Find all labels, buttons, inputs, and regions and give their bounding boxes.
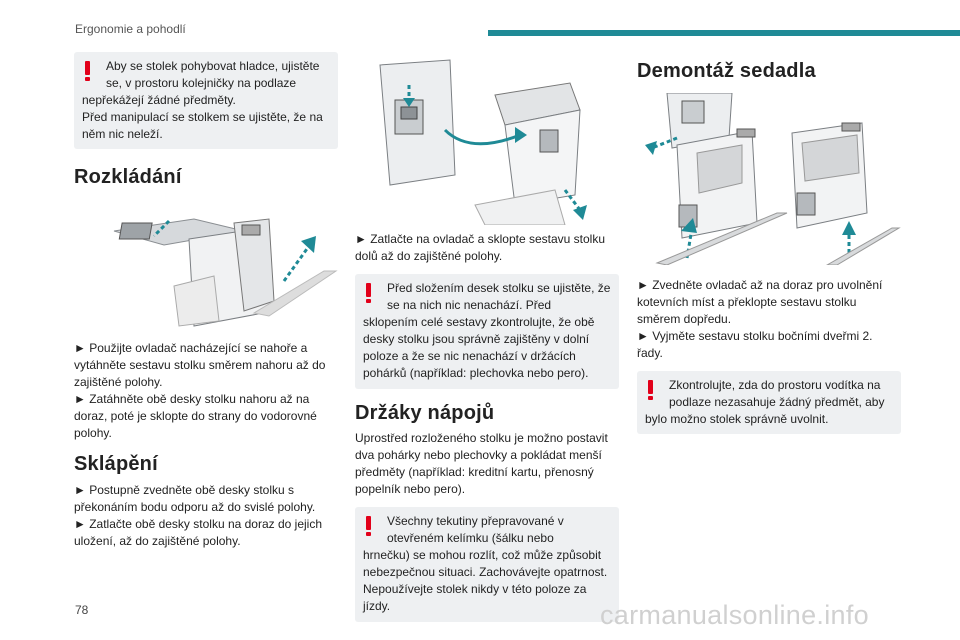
warning-text: bylo možno stolek správně uvolnit. xyxy=(645,412,829,426)
seat-removal-instructions: ► Zvedněte ovladač až na doraz pro uvoln… xyxy=(637,278,883,360)
heading-fold: Sklápění xyxy=(74,453,158,475)
warning-text: nepřekážejí žádné předměty. Před manipul… xyxy=(82,93,323,141)
header-accent-bar xyxy=(488,30,960,36)
warning-box: Aby se stolek pohybovat hladce, ujistěte… xyxy=(74,52,338,149)
warning-icon xyxy=(648,380,653,400)
warning-box: Všechny tekutiny přepravované v otevřené… xyxy=(355,507,619,622)
heading-unfold: Rozkládání xyxy=(74,166,182,188)
cup-holders-text: Uprostřed rozloženého stolku je možno po… xyxy=(355,431,608,496)
illustration-unfold xyxy=(74,201,338,331)
warning-box: Zkontrolujte, zda do prostoru vodítka na… xyxy=(637,371,901,434)
warning-text: hrnečku) se mohou rozlít, což může způso… xyxy=(363,548,608,613)
fold-instructions: ► Postupně zvedněte obě desky stolku s p… xyxy=(74,483,323,548)
column-3: Demontáž sedadla ► Zvedněte ovladač až n… xyxy=(637,52,901,434)
fold-down-instructions: ► Zatlačte na ovladač a sklopte sestavu … xyxy=(355,232,606,263)
heading-cup-holders: Držáky nápojů xyxy=(355,402,495,424)
warning-text-lead: Všechny tekutiny přepravované v otevřené… xyxy=(387,514,564,545)
watermark: carmanualsonline.info xyxy=(600,600,869,630)
warning-icon xyxy=(85,61,90,81)
heading-seat-removal: Demontáž sedadla xyxy=(637,60,816,82)
warning-text-lead: Před složením desek stolku se ujistěte, … xyxy=(387,281,611,312)
illustration-seat-removal xyxy=(637,93,901,265)
warning-icon xyxy=(366,283,371,303)
section-title: Ergonomie a pohodlí xyxy=(75,22,186,36)
warning-text-lead: Zkontrolujte, zda do prostoru vodítka na… xyxy=(669,378,885,409)
column-2: ► Zatlačte na ovladač a sklopte sestavu … xyxy=(355,52,619,622)
warning-icon xyxy=(366,516,371,536)
illustration-fold-down xyxy=(355,55,619,225)
warning-text-lead: Aby se stolek pohybovat hladce, ujistěte… xyxy=(106,59,320,90)
warning-box: Před složením desek stolku se ujistěte, … xyxy=(355,274,619,389)
unfold-instructions: ► Použijte ovladač nacházející se nahoře… xyxy=(74,341,326,440)
page-number: 78 xyxy=(75,603,89,617)
column-1: Aby se stolek pohybovat hladce, ujistěte… xyxy=(74,52,338,550)
warning-text: sklopením celé sestavy zkontrolujte, že … xyxy=(363,315,595,380)
